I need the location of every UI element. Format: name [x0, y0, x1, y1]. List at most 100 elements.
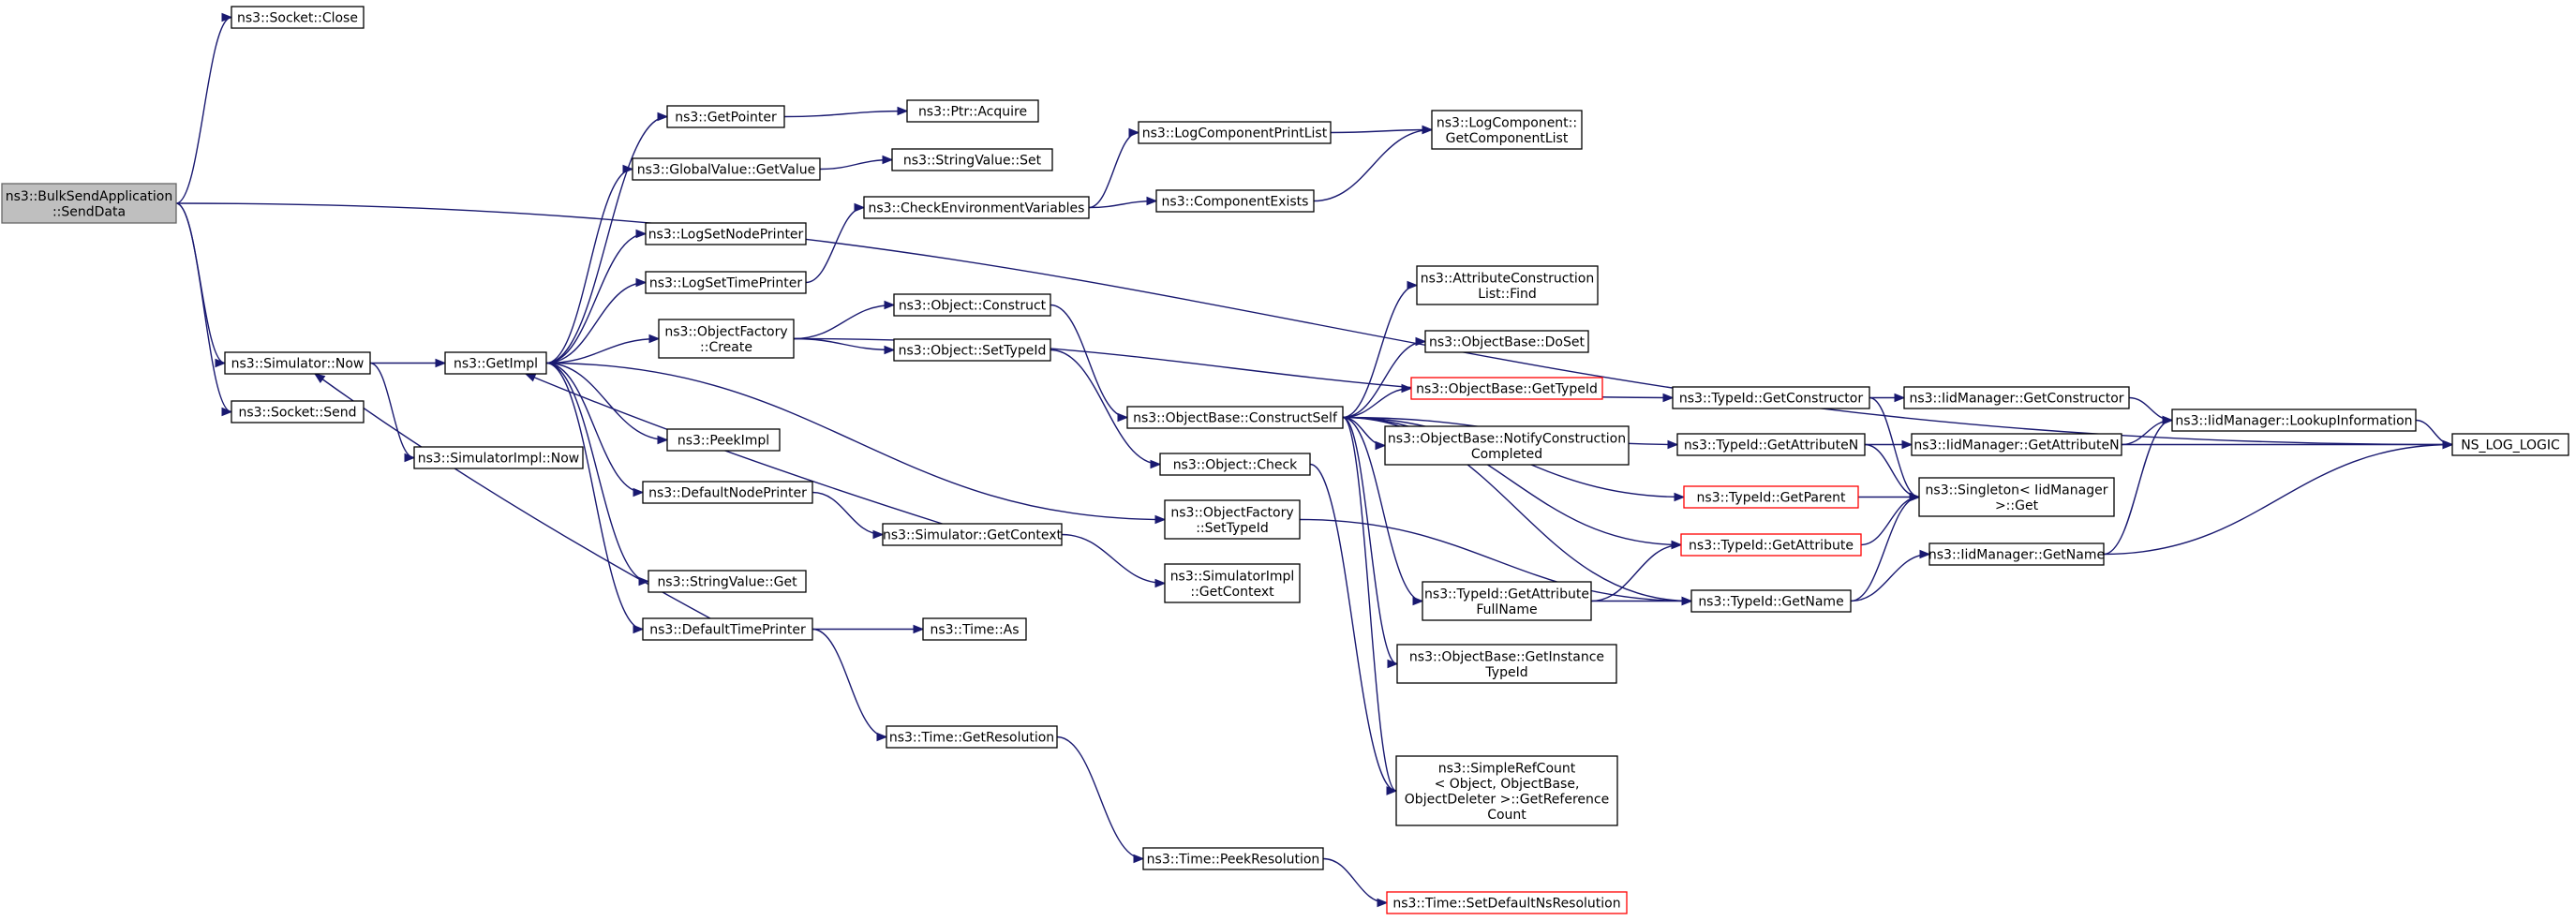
node-objectBaseGetTypeId[interactable]: ns3::ObjectBase::GetTypeId — [1410, 377, 1603, 400]
node-iidManagerGetName[interactable]: ns3::IidManager::GetName — [1928, 542, 2105, 566]
node-box[interactable] — [1911, 433, 2122, 456]
node-stringValueGet[interactable]: ns3::StringValue::Get — [648, 570, 807, 593]
node-box[interactable] — [906, 99, 1039, 123]
node-box[interactable] — [231, 6, 365, 29]
node-box[interactable] — [1159, 453, 1311, 476]
node-box[interactable] — [1164, 499, 1301, 540]
node-box[interactable] — [658, 319, 795, 359]
node-box[interactable] — [893, 293, 1051, 317]
node-typeIdGetName[interactable]: ns3::TypeId::GetName — [1690, 589, 1852, 613]
node-checkEnvVars[interactable]: ns3::CheckEnvironmentVariables — [863, 196, 1090, 219]
node-nsLogLogic[interactable]: NS_LOG_LOGIC — [2451, 433, 2569, 456]
node-simNow[interactable]: ns3::Simulator::Now — [224, 351, 371, 375]
node-typeIdGetConstructor[interactable]: ns3::TypeId::GetConstructor — [1672, 386, 1870, 409]
node-logSetTimePrinter[interactable]: ns3::LogSetTimePrinter — [645, 271, 807, 294]
node-box[interactable] — [444, 351, 547, 375]
node-box[interactable] — [666, 428, 781, 452]
node-box[interactable] — [1155, 189, 1315, 213]
node-getPointer[interactable]: ns3::GetPointer — [666, 105, 785, 128]
node-timePeekResolution[interactable]: ns3::Time::PeekResolution — [1142, 847, 1324, 870]
node-box[interactable] — [1928, 542, 2105, 566]
node-simImplGetContext[interactable]: ns3::SimulatorImpl::GetContext — [1164, 563, 1301, 603]
node-simImplNow[interactable]: ns3::SimulatorImpl::Now — [413, 446, 584, 469]
node-objectSetTypeId[interactable]: ns3::Object::SetTypeId — [893, 338, 1051, 362]
node-box[interactable] — [1142, 847, 1324, 870]
node-objectCheck[interactable]: ns3::Object::Check — [1159, 453, 1311, 476]
node-box[interactable] — [1683, 485, 1859, 509]
node-box[interactable] — [1, 183, 177, 224]
node-box[interactable] — [2171, 409, 2417, 432]
node-box[interactable] — [231, 400, 365, 423]
node-ptrAcquire[interactable]: ns3::Ptr::Acquire — [906, 99, 1039, 123]
node-box[interactable] — [893, 338, 1051, 362]
node-box[interactable] — [1676, 433, 1866, 456]
node-sendData[interactable]: ns3::BulkSendApplication::SendData — [1, 183, 177, 224]
node-logComponentGetComponentList[interactable]: ns3::LogComponent::GetComponentList — [1431, 110, 1583, 150]
node-box[interactable] — [1431, 110, 1583, 150]
node-defaultTimePrinter[interactable]: ns3::DefaultTimePrinter — [642, 617, 813, 641]
node-objectFactoryCreate[interactable]: ns3::ObjectFactory::Create — [658, 319, 795, 359]
node-singletonIidManagerGet[interactable]: ns3::Singleton< IidManager>::Get — [1918, 477, 2115, 517]
node-getImpl[interactable]: ns3::GetImpl — [444, 351, 547, 375]
node-box[interactable] — [1680, 533, 1862, 557]
node-typeIdGetParent[interactable]: ns3::TypeId::GetParent — [1683, 485, 1859, 509]
node-simGetContext[interactable]: ns3::Simulator::GetContext — [882, 523, 1063, 546]
node-componentExists[interactable]: ns3::ComponentExists — [1155, 189, 1315, 213]
node-box[interactable] — [1422, 581, 1592, 621]
node-box[interactable] — [863, 196, 1090, 219]
node-box[interactable] — [645, 222, 807, 245]
node-typeIdGetAttribute[interactable]: ns3::TypeId::GetAttribute — [1680, 533, 1862, 557]
node-objectFactorySetTypeId[interactable]: ns3::ObjectFactory::SetTypeId — [1164, 499, 1301, 540]
node-box[interactable] — [891, 148, 1053, 171]
node-socketClose[interactable]: ns3::Socket::Close — [231, 6, 365, 29]
node-box[interactable] — [886, 725, 1058, 749]
node-logComponentPrintList[interactable]: ns3::LogComponentPrintList — [1138, 121, 1332, 144]
node-box[interactable] — [1416, 265, 1599, 305]
node-peekImpl[interactable]: ns3::PeekImpl — [666, 428, 781, 452]
node-objectBaseConstructSelf[interactable]: ns3::ObjectBase::ConstructSelf — [1126, 406, 1344, 429]
node-timeAs[interactable]: ns3::Time::As — [922, 617, 1027, 641]
node-iidManagerGetAttributeN[interactable]: ns3::IidManager::GetAttributeN — [1911, 433, 2122, 456]
node-box[interactable] — [1424, 330, 1589, 353]
node-objectBaseNotifyConstructionCompleted[interactable]: ns3::ObjectBase::NotifyConstructionCompl… — [1384, 425, 1630, 466]
node-box[interactable] — [1396, 644, 1617, 684]
node-box[interactable] — [1918, 477, 2115, 517]
node-box[interactable] — [2451, 433, 2569, 456]
node-box[interactable] — [1386, 891, 1628, 914]
node-simpleRefCountGetReferenceCount[interactable]: ns3::SimpleRefCount< Object, ObjectBase,… — [1395, 755, 1618, 826]
node-logSetNodePrinter[interactable]: ns3::LogSetNodePrinter — [645, 222, 807, 245]
node-box[interactable] — [642, 481, 813, 504]
node-stringValueSet[interactable]: ns3::StringValue::Set — [891, 148, 1053, 171]
node-globalValueGetValue[interactable]: ns3::GlobalValue::GetValue — [632, 157, 821, 181]
node-box[interactable] — [666, 105, 785, 128]
node-socketSend[interactable]: ns3::Socket::Send — [231, 400, 365, 423]
node-box[interactable] — [413, 446, 584, 469]
node-box[interactable] — [1672, 386, 1870, 409]
node-iidManagerLookupInformation[interactable]: ns3::IidManager::LookupInformation — [2171, 409, 2417, 432]
node-objectConstruct[interactable]: ns3::Object::Construct — [893, 293, 1051, 317]
node-box[interactable] — [922, 617, 1027, 641]
node-timeSetDefaultNsResolution[interactable]: ns3::Time::SetDefaultNsResolution — [1386, 891, 1628, 914]
node-box[interactable] — [1395, 755, 1618, 826]
node-box[interactable] — [1138, 121, 1332, 144]
node-box[interactable] — [642, 617, 813, 641]
node-box[interactable] — [648, 570, 807, 593]
node-iidManagerGetConstructor[interactable]: ns3::IidManager::GetConstructor — [1903, 386, 2130, 409]
node-box[interactable] — [1690, 589, 1852, 613]
node-box[interactable] — [632, 157, 821, 181]
node-box[interactable] — [645, 271, 807, 294]
node-box[interactable] — [1410, 377, 1603, 400]
node-box[interactable] — [224, 351, 371, 375]
node-box[interactable] — [1126, 406, 1344, 429]
node-box[interactable] — [1903, 386, 2130, 409]
node-box[interactable] — [1164, 563, 1301, 603]
node-box[interactable] — [882, 523, 1063, 546]
node-box[interactable] — [1384, 425, 1630, 466]
node-typeIdGetAttributeN[interactable]: ns3::TypeId::GetAttributeN — [1676, 433, 1866, 456]
node-timeGetResolution[interactable]: ns3::Time::GetResolution — [886, 725, 1058, 749]
node-objectBaseDoSet[interactable]: ns3::ObjectBase::DoSet — [1424, 330, 1589, 353]
node-defaultNodePrinter[interactable]: ns3::DefaultNodePrinter — [642, 481, 813, 504]
